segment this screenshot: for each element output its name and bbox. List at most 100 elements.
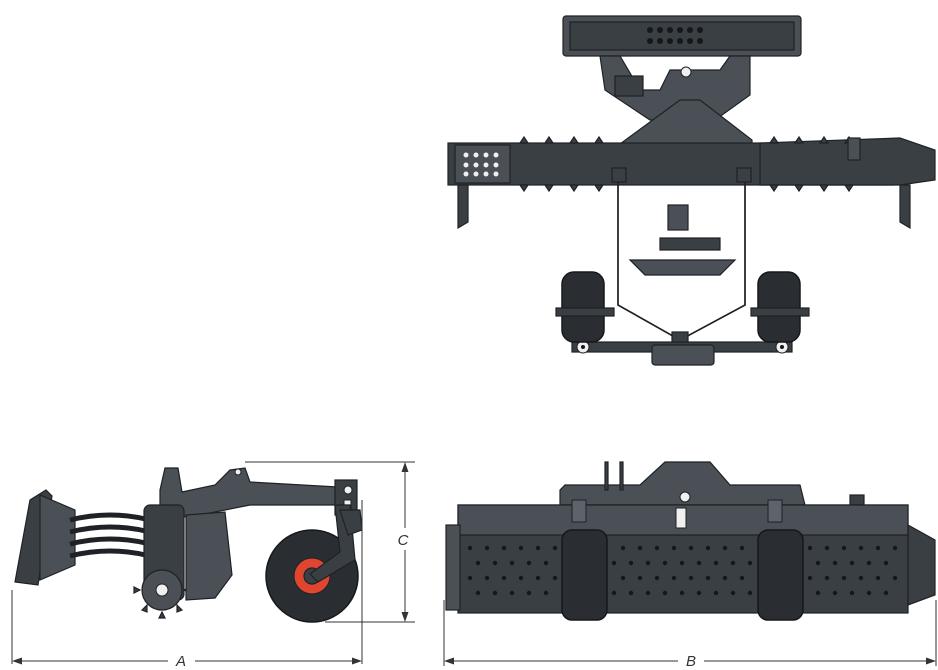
rotor-tooth [892,575,898,581]
rotor-tooth [475,560,481,566]
rotor-tooth [509,590,515,596]
rotor-tooth [747,560,753,566]
rotor-tooth [875,545,881,551]
top-view-beam [447,135,936,230]
dimension-a: A [11,500,363,670]
rotor-tooth [484,575,490,581]
rotor-tooth [807,545,813,551]
rotor-tooth [671,575,677,581]
side-view-shield [185,511,233,601]
rotor-tooth [526,590,532,596]
rotor-tooth [696,590,702,596]
rotor-tooth [492,560,498,566]
rotor-tooth [475,590,481,596]
front-view [445,461,936,621]
rotor-tooth [858,545,864,551]
rotor-tooth [815,560,821,566]
side-view-hoses [69,512,151,559]
rotor-tooth [679,590,685,596]
rotor-tooth [841,575,847,581]
rotor-tooth [730,560,736,566]
rotor-tooth [713,590,719,596]
top-view-drawbar [611,167,752,347]
rotor-tooth [645,560,651,566]
rotor-tooth [696,560,702,566]
rotor-tooth [688,545,694,551]
rotor-tooth [832,560,838,566]
dimension-a-label: A [175,653,186,670]
rotor-tooth [849,590,855,596]
rotor-tooth [722,575,728,581]
rotor-tooth [501,575,507,581]
dimension-b-label: B [686,653,696,670]
rotor-tooth [858,575,864,581]
front-view-wheel-right [757,529,804,621]
front-view-hitch [559,461,865,506]
top-view-axle [571,340,793,366]
top-view-wheel-left [555,271,615,343]
rotor-tooth [722,545,728,551]
rotor-tooth [807,575,813,581]
rotor-tooth [552,545,558,551]
rotor-tooth [543,560,549,566]
side-view-wheel [265,504,363,623]
rotor-tooth [739,575,745,581]
side-view-rotor [133,504,191,619]
rotor-tooth [467,545,473,551]
rotor-tooth [883,590,889,596]
rotor-tooth [679,560,685,566]
rotor-tooth [654,545,660,551]
rotor-tooth [501,545,507,551]
rotor-tooth [467,575,473,581]
side-view [14,467,363,623]
rotor-tooth [705,545,711,551]
rotor-tooth [535,545,541,551]
rotor-tooth [866,590,872,596]
rotor-tooth [518,545,524,551]
rotor-tooth [747,590,753,596]
rotor-tooth [832,590,838,596]
rotor-tooth [509,560,515,566]
rotor-tooth [662,590,668,596]
dimension-b: B [443,600,937,670]
rotor-tooth [492,590,498,596]
rotor-tooth [620,545,626,551]
rotor-tooth [552,575,558,581]
rotor-tooth [637,545,643,551]
rotor-tooth [849,560,855,566]
rotor-tooth [645,590,651,596]
top-view-wheel-right [750,271,810,343]
rotor-tooth [628,560,634,566]
rotor-tooth [824,575,830,581]
rotor-tooth [535,575,541,581]
dimension-c-label: C [398,532,409,549]
rotor-tooth [883,560,889,566]
rotor-tooth [688,575,694,581]
top-view-mount-plate [562,15,802,57]
rotor-tooth [815,590,821,596]
rotor-tooth [637,575,643,581]
rotor-tooth [611,560,617,566]
rotor-tooth [662,560,668,566]
dimension-c: C [245,461,415,623]
rotor-tooth [518,575,524,581]
rotor-tooth [526,560,532,566]
rotor-tooth [841,545,847,551]
rotor-tooth [620,575,626,581]
rotor-tooth [671,545,677,551]
rotor-tooth [654,575,660,581]
side-view-arm [159,467,358,521]
rotor-tooth [628,590,634,596]
rotor-tooth [730,590,736,596]
rotor-tooth [484,545,490,551]
front-view-rotor-teeth [467,545,898,596]
front-view-body [445,499,936,614]
rotor-tooth [543,590,549,596]
front-view-wheel-left [561,529,608,621]
rotor-tooth [705,575,711,581]
rotor-tooth [824,545,830,551]
rotor-tooth [866,560,872,566]
rotor-tooth [713,560,719,566]
rotor-tooth [739,545,745,551]
